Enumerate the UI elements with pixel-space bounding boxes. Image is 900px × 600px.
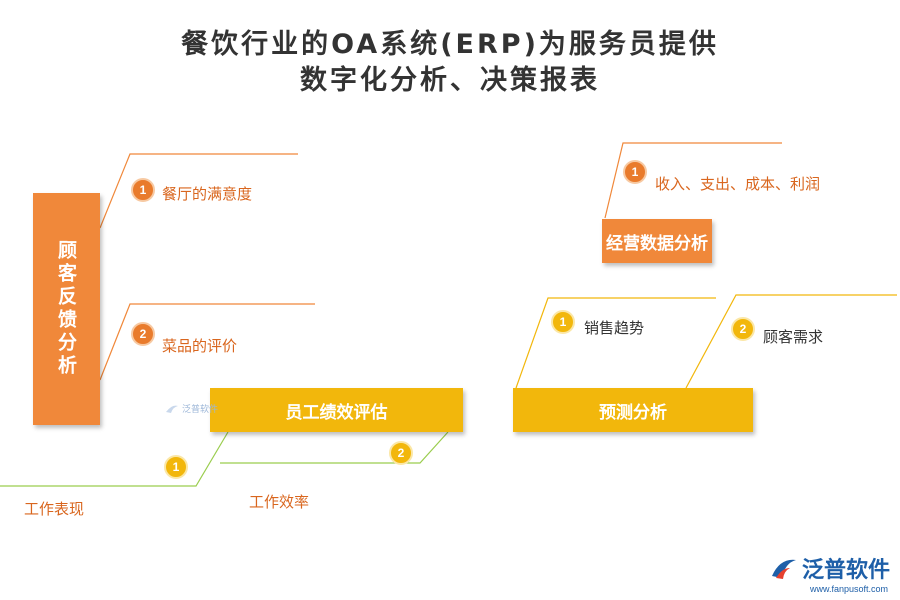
label-sp-2: 工作效率 bbox=[249, 493, 310, 511]
connector-sp-2 bbox=[220, 431, 449, 464]
connector-cf-1 bbox=[99, 153, 298, 229]
business-data-box: 经营数据分析 bbox=[602, 219, 712, 263]
connector-fc-1 bbox=[515, 297, 716, 389]
connector-sp-1 bbox=[0, 431, 229, 487]
label-fc-2: 顾客需求 bbox=[763, 328, 824, 346]
connector-fc-2 bbox=[685, 294, 897, 389]
watermark-logo-icon bbox=[166, 405, 178, 413]
badge-cf-1: 1 bbox=[131, 178, 155, 202]
customer-feedback-label: 顾客反馈分析 bbox=[55, 240, 77, 378]
watermark: 泛普软件 bbox=[165, 402, 218, 415]
brand-logo-text: 泛普软件 bbox=[801, 558, 890, 583]
label-cf-1: 餐厅的满意度 bbox=[162, 185, 253, 203]
connector-bd-1 bbox=[604, 142, 782, 219]
badge-bd-1: 1 bbox=[623, 160, 647, 184]
connector-cf-2 bbox=[99, 303, 315, 381]
brand-logo: 泛普软件 bbox=[770, 552, 890, 584]
forecast-label: 预测分析 bbox=[599, 402, 667, 423]
title-line-2: 数字化分析、决策报表 bbox=[300, 65, 600, 96]
staff-performance-box: 员工绩效评估 bbox=[210, 388, 463, 432]
badge-fc-1: 1 bbox=[551, 310, 575, 334]
watermark-text: 泛普软件 bbox=[182, 405, 219, 415]
label-cf-2: 菜品的评价 bbox=[162, 337, 238, 355]
business-data-label: 经营数据分析 bbox=[606, 233, 708, 254]
staff-performance-label: 员工绩效评估 bbox=[285, 402, 388, 423]
badge-sp-1: 1 bbox=[164, 455, 188, 479]
label-fc-1: 销售趋势 bbox=[584, 319, 645, 337]
badge-fc-2: 2 bbox=[731, 317, 755, 341]
label-bd-1: 收入、支出、成本、利润 bbox=[655, 175, 821, 193]
badge-sp-2: 2 bbox=[389, 441, 413, 465]
brand-logo-icon bbox=[771, 559, 796, 579]
brand-url: www.fanpusoft.com bbox=[809, 584, 888, 594]
label-sp-1: 工作表现 bbox=[24, 500, 85, 518]
title-line-1: 餐饮行业的OA系统(ERP)为服务员提供 bbox=[181, 29, 719, 60]
forecast-box: 预测分析 bbox=[513, 388, 753, 432]
customer-feedback-box: 顾客反馈分析 bbox=[33, 193, 100, 425]
badge-cf-2: 2 bbox=[131, 322, 155, 346]
